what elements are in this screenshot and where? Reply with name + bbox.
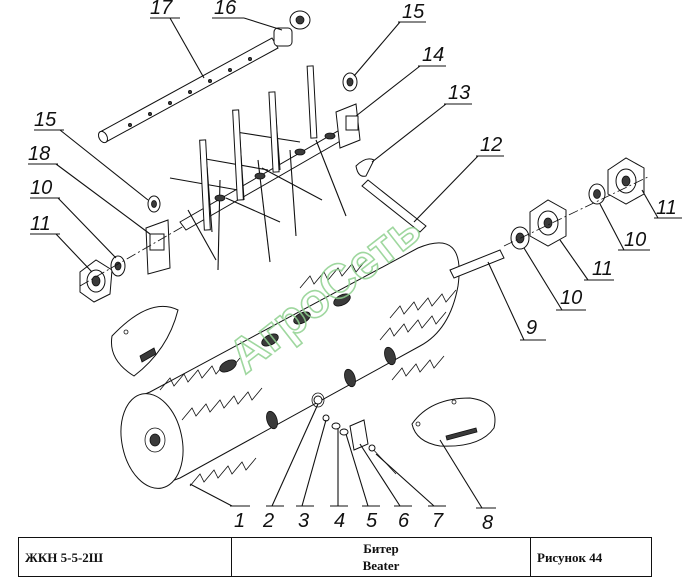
- callout-7: 7: [432, 510, 444, 532]
- callout-3: 3: [298, 510, 309, 532]
- shield-cover-left: [110, 305, 179, 377]
- bearing-10-left: [110, 255, 126, 277]
- flange-bearing-right-upper: [607, 157, 645, 205]
- flange-bearing-right-lower: [529, 199, 567, 247]
- title-figure: Рисунок 44: [530, 537, 652, 577]
- pawl-13: [355, 158, 375, 177]
- callout-10-left: 10: [30, 177, 52, 199]
- shield-cover-right: [411, 397, 496, 447]
- callout-18: 18: [28, 143, 50, 165]
- callout-15-upper: 15: [402, 1, 425, 23]
- title-name-ru: Битер: [363, 541, 399, 556]
- callout-11-right-lower: 11: [592, 258, 613, 280]
- exploded-view-drawing: АгроСеть 1 2 3 4 5 6 7 8 9 10 10: [28, 0, 682, 534]
- bearing-10-right-upper: [588, 183, 606, 205]
- callout-8: 8: [482, 512, 493, 534]
- ring-15-lower: [147, 195, 161, 213]
- callout-4: 4: [334, 510, 345, 532]
- callout-12: 12: [480, 134, 502, 156]
- callout-16: 16: [214, 0, 237, 19]
- callout-14: 14: [422, 44, 444, 66]
- callout-10-right-lower: 10: [560, 287, 582, 309]
- callout-15-lower: 15: [34, 109, 57, 131]
- beater-drum: [120, 242, 460, 489]
- ring-15-upper: [342, 72, 358, 92]
- flange-bearing-left: [79, 259, 113, 303]
- callout-13: 13: [448, 82, 470, 104]
- bushing-16: [273, 10, 311, 47]
- bearing-10-right-lower: [510, 226, 530, 250]
- callout-17: 17: [150, 0, 173, 19]
- callouts: 1 2 3 4 5 6 7 8 9 10 10 11 11: [28, 0, 682, 534]
- title-name-en: Beater: [362, 558, 400, 573]
- title-name: Битер Beater: [231, 537, 531, 577]
- tine-rotor: [169, 65, 357, 271]
- callout-5: 5: [366, 510, 378, 532]
- perforated-tube: [97, 37, 279, 144]
- callout-10-right-upper: 10: [624, 229, 646, 251]
- callout-2: 2: [262, 510, 274, 532]
- callout-1: 1: [234, 510, 245, 532]
- pin-12: [361, 179, 427, 233]
- drive-shaft: [449, 249, 505, 279]
- title-model: ЖКН 5-5-2Ш: [18, 537, 232, 577]
- bearing-housing-14: [335, 103, 361, 149]
- callout-11-right-upper: 11: [656, 197, 677, 219]
- callout-11-left: 11: [30, 213, 51, 235]
- callout-6: 6: [398, 510, 410, 532]
- title-block: ЖКН 5-5-2Ш Битер Beater Рисунок 44: [18, 537, 652, 577]
- callout-9: 9: [526, 317, 537, 339]
- bearing-housing-18: [145, 219, 171, 275]
